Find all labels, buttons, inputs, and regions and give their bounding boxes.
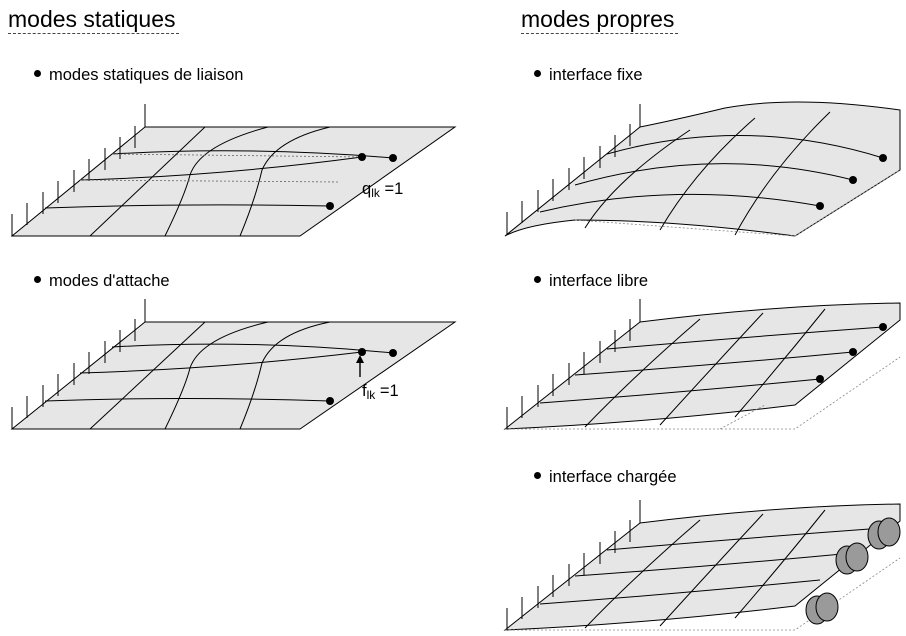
label-interface-libre: interface libre — [534, 271, 648, 291]
clamp-ticks — [11, 104, 146, 236]
eq-val: =1 — [379, 382, 399, 400]
label-text: interface fixe — [549, 66, 643, 84]
plate-attache — [10, 299, 457, 430]
grid-lines — [44, 321, 394, 430]
mass-2-front — [845, 542, 869, 572]
clamp-ticks — [506, 104, 641, 234]
label-text: interface chargée — [549, 468, 677, 486]
heading-modes-statiques: modes statiques — [8, 6, 180, 34]
eq-sub: lk — [371, 186, 380, 200]
label-text: modes statiques de liaison — [49, 66, 244, 84]
eq-var: f — [362, 382, 367, 400]
bullet-dot — [534, 472, 541, 480]
grid-lines — [539, 111, 884, 236]
grid-lines — [539, 509, 884, 629]
eq-val: =1 — [384, 180, 404, 198]
bullet-dot — [534, 276, 541, 284]
plate-surface — [10, 321, 457, 430]
force-arrow — [356, 355, 364, 377]
eq-q-lk: qlk =1 — [362, 180, 404, 200]
heading-underline — [521, 33, 679, 34]
dashed-lines — [79, 153, 363, 183]
plate-surface — [503, 302, 901, 430]
interface-nodes — [326, 153, 397, 210]
dashed-lines — [505, 356, 901, 430]
heading-text: modes statiques — [8, 6, 176, 32]
mass-3-front — [877, 517, 901, 547]
lumped-masses — [805, 517, 901, 625]
clamp-ticks — [11, 299, 146, 429]
plate-interface-chargee — [503, 500, 901, 631]
label-text: modes d'attache — [49, 272, 170, 290]
label-interface-chargee: interface chargée — [534, 467, 677, 487]
bullet-dot — [34, 70, 41, 78]
heading-modes-propres: modes propres — [521, 6, 679, 34]
plate-surface — [503, 503, 901, 631]
interface-nodes — [326, 348, 397, 405]
label-modes-attache: modes d'attache — [34, 271, 170, 291]
label-text: interface libre — [549, 272, 649, 290]
interface-nodes — [816, 323, 887, 383]
dashed-lines — [505, 557, 901, 631]
grid-lines — [539, 308, 884, 428]
plate-surface — [504, 101, 901, 237]
eq-sub: lk — [366, 388, 376, 402]
plate-static-liaison — [10, 104, 457, 237]
heading-underline — [8, 33, 180, 34]
mass-1-front — [815, 592, 839, 622]
heading-text: modes propres — [521, 6, 675, 32]
bullet-dot — [534, 70, 541, 78]
bullet-dot — [34, 276, 41, 284]
grid-lines — [44, 126, 394, 237]
interface-nodes — [816, 154, 887, 210]
dashed-lines — [574, 169, 901, 237]
label-modes-statiques-liaison: modes statiques de liaison — [34, 65, 243, 85]
label-interface-fixe: interface fixe — [534, 65, 643, 85]
clamp-ticks — [506, 500, 641, 630]
plate-interface-fixe — [504, 101, 901, 237]
plate-interface-libre — [503, 299, 901, 430]
eq-var: q — [362, 180, 372, 198]
clamp-ticks — [506, 299, 641, 429]
eq-f-lk: flk =1 — [362, 382, 399, 402]
